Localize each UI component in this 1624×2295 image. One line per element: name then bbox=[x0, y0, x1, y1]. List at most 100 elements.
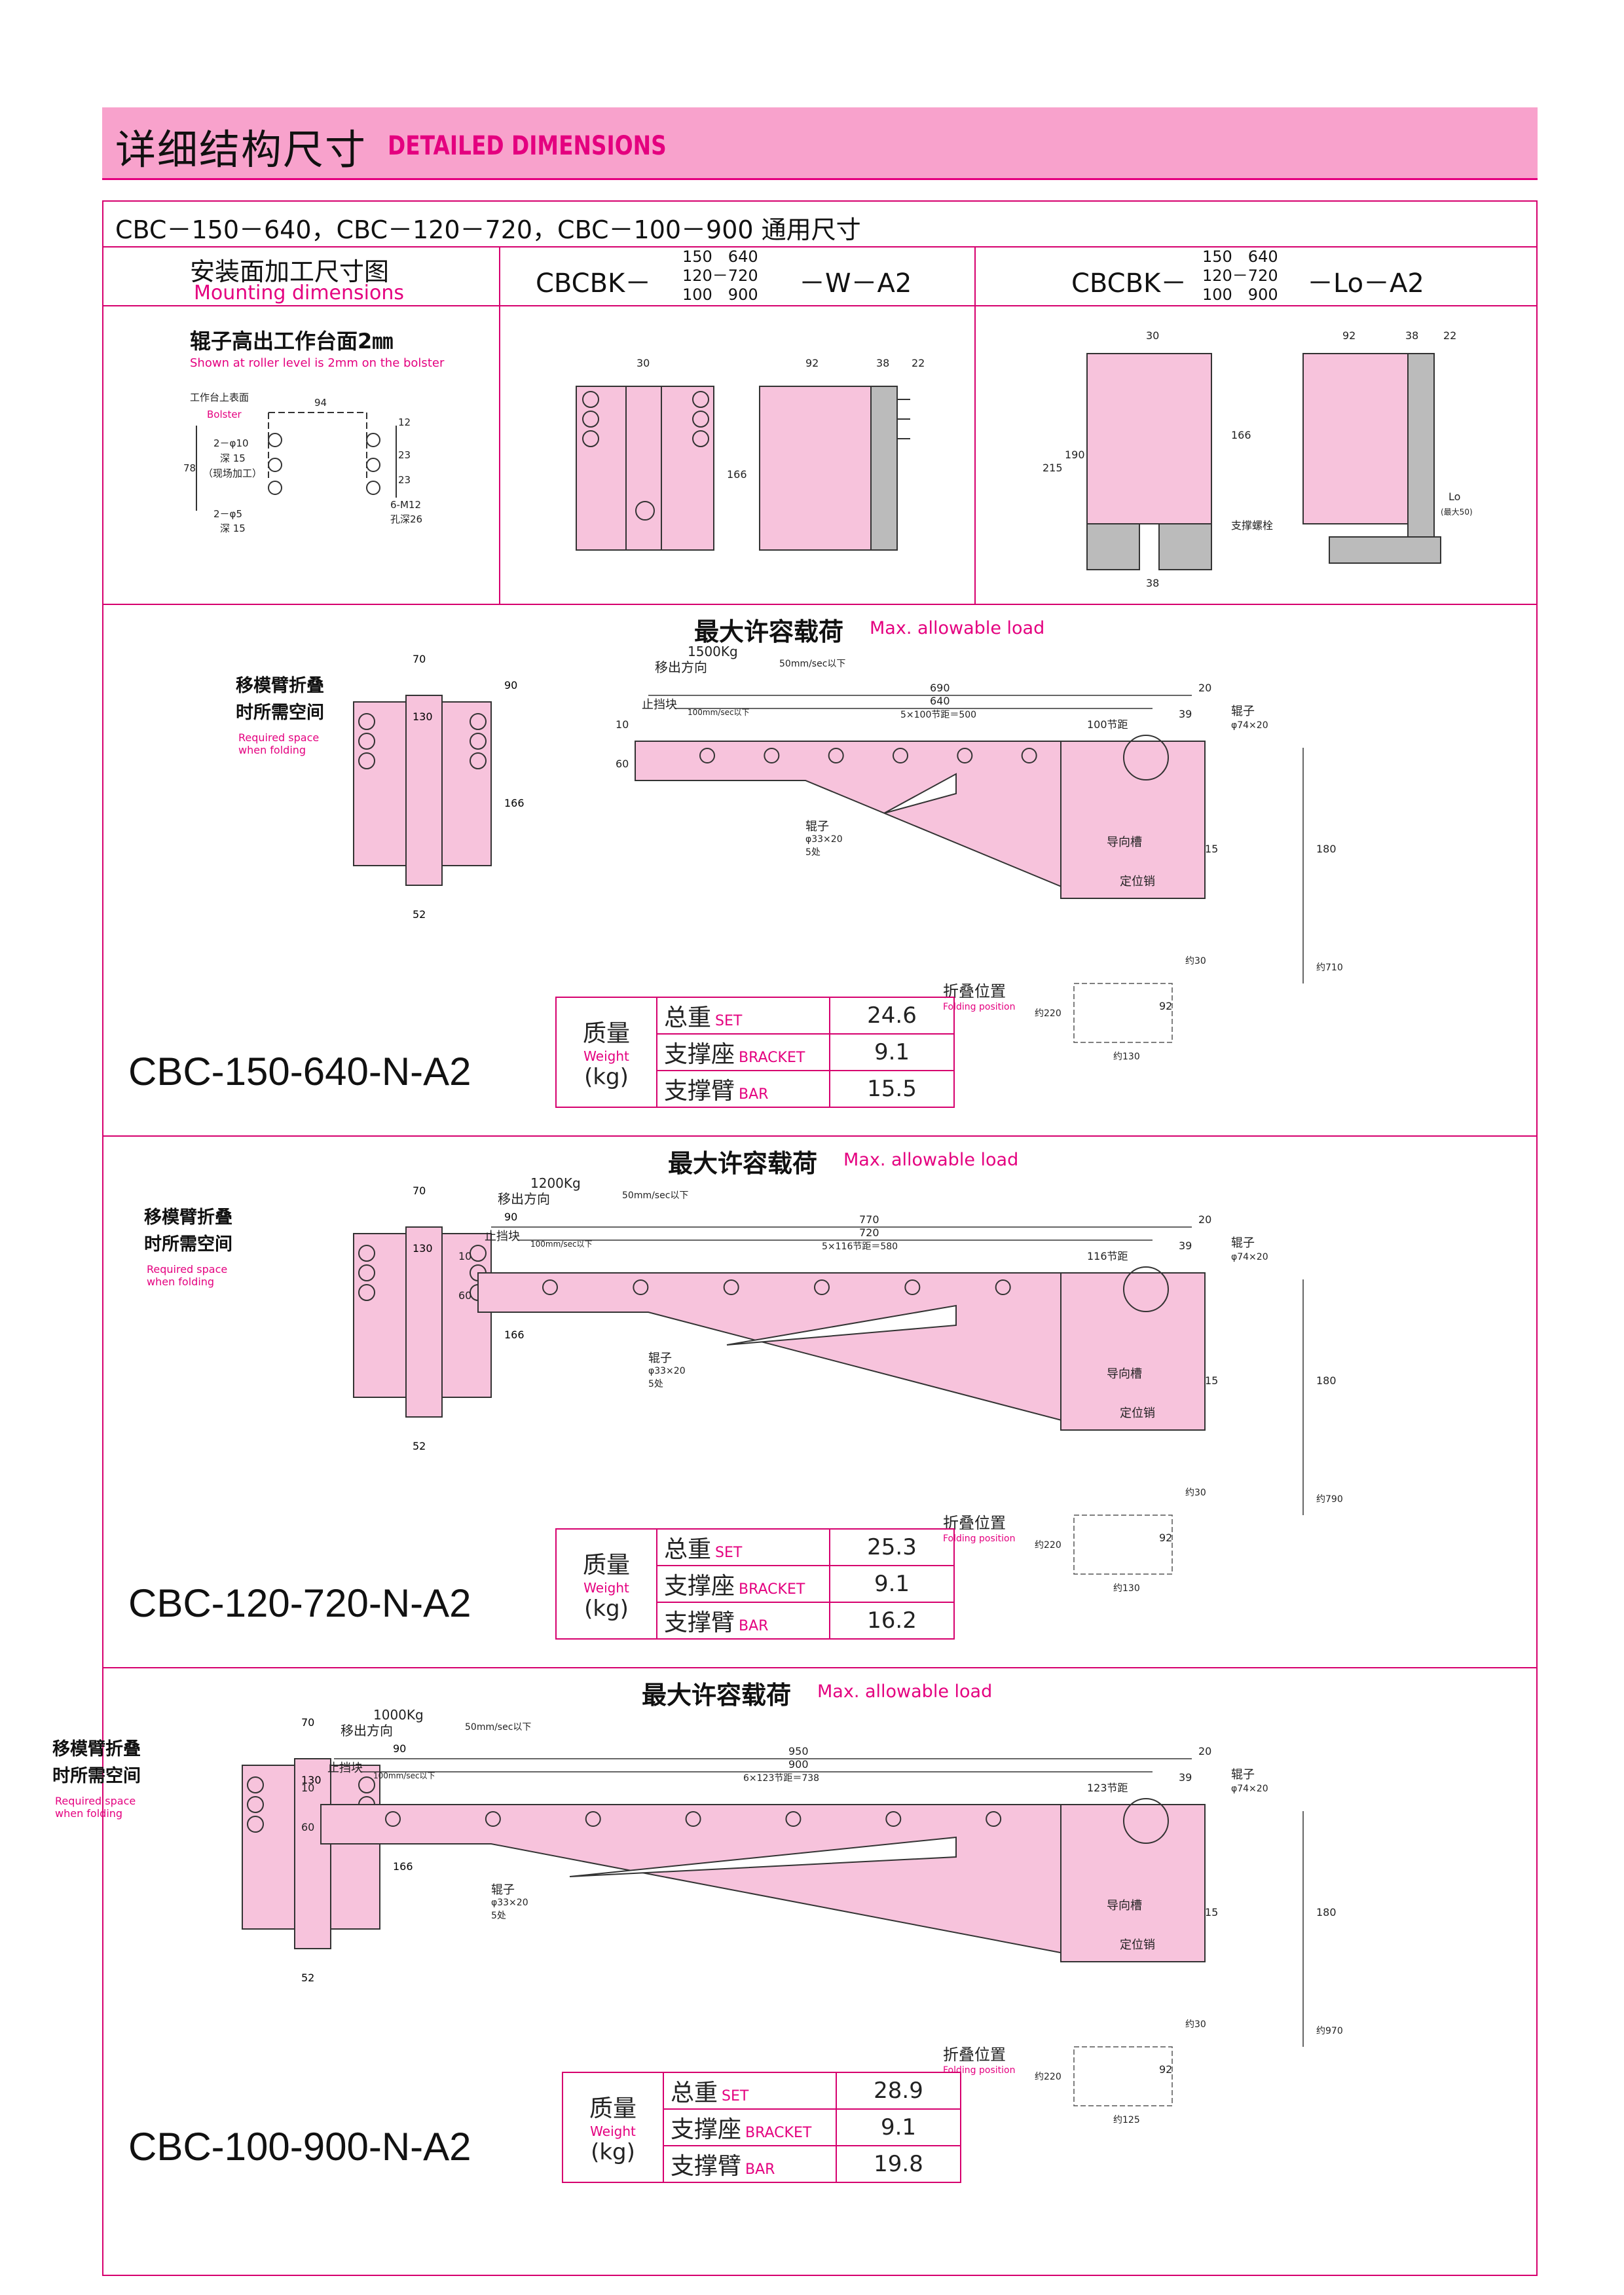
pitch-label: 116节距 bbox=[1087, 1250, 1128, 1262]
roller-circle bbox=[633, 1279, 649, 1295]
weight-row-en: BRACKET bbox=[739, 1581, 805, 1598]
model-name: CBC-120-720-N-A2 bbox=[128, 1581, 471, 1625]
locating-pin-label: 定位销 bbox=[1120, 875, 1155, 889]
dim-label: 60 bbox=[301, 1821, 314, 1833]
weight-row-en: BRACKET bbox=[739, 1050, 805, 1066]
fold-space-label: 移模臂折叠 bbox=[52, 1739, 141, 1759]
weight-value: 9.1 bbox=[829, 1033, 955, 1071]
divider bbox=[499, 246, 500, 604]
fold-space-label: 时所需空间 bbox=[144, 1234, 232, 1255]
guide-label: 导向槽 bbox=[1107, 1367, 1142, 1381]
roller-circle bbox=[470, 713, 487, 730]
svg-text:94: 94 bbox=[314, 397, 327, 409]
roller-circle bbox=[247, 1796, 264, 1813]
bolster-label-en: Bolster bbox=[207, 409, 242, 420]
move-direction-label: 移出方向 bbox=[341, 1723, 393, 1738]
svg-text:190: 190 bbox=[1065, 449, 1085, 461]
dim-label: 20 bbox=[1198, 1213, 1211, 1226]
weight-label-en: Weight bbox=[583, 1580, 629, 1596]
svg-text:166: 166 bbox=[727, 468, 747, 481]
fold-space-label-en: when folding bbox=[238, 744, 306, 756]
arm-drawing: 1200Kg50mm/sec以下移出方向止挡块100mm/sec以下770720… bbox=[458, 1175, 1342, 1594]
weight-row-en: SET bbox=[715, 1545, 743, 1561]
svg-text:深 15: 深 15 bbox=[220, 452, 246, 464]
roller-circle bbox=[247, 1816, 264, 1833]
speed-label: 50mm/sec以下 bbox=[779, 659, 845, 669]
svg-text:92: 92 bbox=[805, 357, 819, 369]
weight-row-zh: 支撑臂 bbox=[664, 1078, 735, 1105]
roller-circle bbox=[358, 752, 375, 769]
weight-value: 25.3 bbox=[829, 1528, 955, 1566]
weight-unit: (kg) bbox=[591, 2139, 635, 2165]
locating-pin-label: 定位销 bbox=[1120, 1406, 1155, 1420]
pitch-label: 123节距 bbox=[1087, 1782, 1128, 1794]
fold-space-label: 时所需空间 bbox=[236, 703, 324, 723]
divider bbox=[102, 305, 1538, 306]
model-name: CBC-150-640-N-A2 bbox=[128, 1050, 471, 1093]
pitch-total: 6×123节距＝738 bbox=[743, 1773, 819, 1784]
mounting-drawing: 工作台上表面 Bolster 94 78 12 23 23 2－φ10 深 15… bbox=[183, 392, 422, 534]
roller-circle bbox=[1021, 748, 1037, 763]
load-value: 1500Kg bbox=[688, 644, 738, 659]
dim-label: 130 bbox=[301, 1774, 322, 1786]
arm-slot bbox=[726, 1304, 957, 1346]
roller-label: 辊子 bbox=[805, 820, 829, 834]
pitch-total: 5×116节距＝580 bbox=[822, 1241, 898, 1252]
svg-text:38: 38 bbox=[876, 357, 889, 369]
dim-label: 720 bbox=[859, 1226, 879, 1239]
fold-space-label-en: Required space bbox=[238, 731, 320, 744]
arm-slot bbox=[883, 773, 957, 814]
stopper-label: 止挡块 bbox=[642, 698, 677, 712]
max-load-title: 最大许容载荷 bbox=[642, 1681, 792, 1710]
dim-label: 60 bbox=[616, 758, 629, 770]
dim-label: 约125 bbox=[1113, 2115, 1140, 2125]
roller-circle bbox=[1123, 1266, 1169, 1312]
weight-value: 24.6 bbox=[829, 997, 955, 1035]
dim-label: 166 bbox=[504, 797, 525, 809]
fold-space-label-en: Required space bbox=[147, 1263, 228, 1276]
roller-circle bbox=[995, 1279, 1011, 1295]
weight-label-en: Weight bbox=[590, 2123, 636, 2139]
fold-space-label-en: Required space bbox=[55, 1795, 136, 1807]
svg-text:2－φ10: 2－φ10 bbox=[213, 437, 249, 449]
roller-circle bbox=[723, 1279, 739, 1295]
roller-circle bbox=[358, 1245, 375, 1262]
dim-label: 60 bbox=[458, 1289, 471, 1302]
roller-circle bbox=[385, 1811, 401, 1827]
dim-label: 130 bbox=[413, 710, 433, 723]
svg-text:2－φ5: 2－φ5 bbox=[213, 508, 242, 520]
mounting-dims-title: 安装面加工尺寸图 bbox=[190, 257, 390, 286]
dim-label: 约220 bbox=[1035, 2072, 1061, 2082]
weight-value: 28.9 bbox=[836, 2072, 961, 2110]
svg-text:22: 22 bbox=[912, 357, 925, 369]
roller-circle bbox=[957, 748, 973, 763]
dim-label: 90 bbox=[504, 1211, 517, 1223]
roller-circle bbox=[785, 1811, 802, 1827]
dim-label: 90 bbox=[393, 1742, 406, 1755]
common-dims-heading: CBC－150－640，CBC－120－720，CBC－100－900 通用尺寸 bbox=[115, 215, 861, 244]
weight-row-en: BAR bbox=[739, 1086, 769, 1103]
weight-row-zh: 支撑臂 bbox=[664, 1609, 735, 1636]
roller-circle bbox=[542, 1279, 558, 1295]
dim-label: 39 bbox=[1179, 1771, 1192, 1784]
roller-circle bbox=[358, 1264, 375, 1281]
dim-label: 90 bbox=[504, 679, 517, 691]
weight-label: 质量 bbox=[589, 2095, 637, 2122]
weight-value: 16.2 bbox=[829, 1602, 955, 1640]
dim-label: 70 bbox=[301, 1716, 314, 1729]
lo-model-prefix: CBCBK－ bbox=[1071, 268, 1187, 299]
roller-circle bbox=[585, 1811, 601, 1827]
dim-label: 92 bbox=[1159, 1532, 1172, 1544]
max-load-title: 最大许容载荷 bbox=[668, 1149, 818, 1178]
